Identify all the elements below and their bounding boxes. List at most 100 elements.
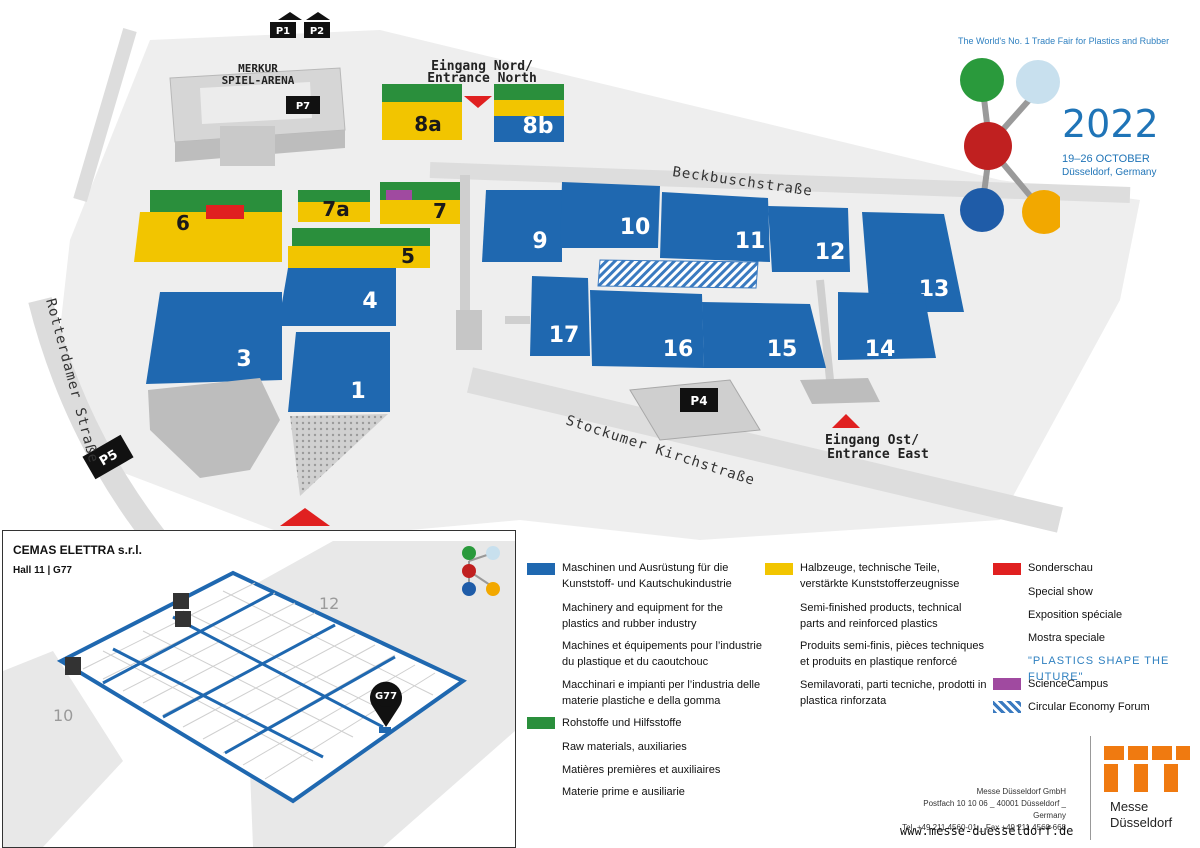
legend-science: ScienceCampus (1028, 678, 1109, 690)
arena-name-line1: MERKUR (238, 62, 278, 75)
legend-raw-de: Rohstoffe und Hilfsstoffe (562, 717, 682, 729)
legend-special-en: Special show (1028, 586, 1093, 598)
legend-swatch-circular (993, 701, 1021, 713)
brand-city: Düsseldorf, Germany (1062, 167, 1157, 178)
parking-p4[interactable]: P4 (629, 379, 761, 441)
svg-text:1: 1 (350, 379, 365, 404)
neighbor-hall-10: 10 (53, 706, 73, 725)
hall-16[interactable]: 16 (590, 290, 704, 368)
footer-divider (1090, 736, 1091, 840)
stand-g77-box (379, 727, 391, 733)
hall-8b[interactable]: 8b (494, 84, 564, 142)
legend-semi-fr-1: Produits semi-finis, pièces techniques (800, 640, 985, 652)
legend-machinery-fr-2: du plastique et du caoutchouc (562, 656, 709, 668)
circular-economy-forum-area[interactable] (597, 259, 759, 289)
svg-text:14: 14 (865, 337, 896, 362)
hall-9[interactable]: 9 (482, 190, 562, 262)
svg-text:7a: 7a (322, 197, 349, 221)
svg-text:5: 5 (401, 244, 415, 268)
legend-semi-it-1: Semilavorati, parti tecniche, prodotti i… (800, 679, 987, 691)
legend-semi-fr-2: et produits en plastique renforcé (800, 656, 958, 668)
legend-semi-it-2: plastica rinforzata (800, 695, 887, 707)
entrance-south-marker[interactable] (280, 508, 330, 526)
k-fair-small-logo (462, 546, 500, 596)
entrance-north-label-en: Entrance North (427, 71, 537, 86)
brand-tagline: The World's No. 1 Trade Fair for Plastic… (958, 36, 1170, 46)
hall-6[interactable]: 6 (134, 190, 282, 262)
svg-text:4: 4 (362, 289, 377, 314)
hall-11[interactable]: 11 (660, 192, 770, 262)
parking-p2[interactable]: P2 (304, 12, 330, 38)
legend-machinery-de-1: Maschinen und Ausrüstung für die (562, 562, 729, 574)
svg-text:8a: 8a (414, 112, 441, 136)
svg-text:6: 6 (176, 211, 190, 235)
legend-special-de: Sonderschau (1028, 562, 1093, 574)
stand-inset-map: CEMAS ELETTRA s.r.l. Hall 11 | G77 G77 1… (2, 530, 516, 848)
footer-phone: Tel. +49 211 4560-01 _ Fax +49 211 4560-… (902, 823, 1066, 832)
svg-text:16: 16 (663, 337, 694, 362)
brand-year: 2022 (1062, 102, 1159, 146)
entrance-east-label-en: Entrance East (827, 447, 929, 462)
toilet-icon (65, 593, 191, 675)
merkur-spiel-arena[interactable]: MERKUR SPIEL-ARENA (169, 62, 346, 166)
svg-text:P7: P7 (296, 101, 310, 112)
parking-p5[interactable]: P5 (82, 434, 134, 480)
hall-4[interactable]: 4 (278, 268, 396, 326)
hall-15[interactable]: 15 (702, 302, 826, 368)
footer-address: Messe Düsseldorf GmbH Postfach 10 10 06 … (898, 786, 1066, 834)
hall-stand-label: Hall 11 | G77 (13, 565, 72, 576)
legend-swatch-machinery (527, 563, 555, 575)
legend-machinery-fr-1: Machines et équipements pour l’industrie (562, 640, 762, 652)
hall-14[interactable]: 14 (838, 292, 936, 362)
svg-text:P1: P1 (276, 26, 290, 37)
svg-text:15: 15 (767, 337, 798, 362)
hall-1[interactable]: 1 (288, 332, 390, 412)
brand-dates: 19–26 OCTOBER (1062, 153, 1150, 165)
entrance-east-label-de: Eingang Ost/ (825, 433, 919, 448)
svg-text:17: 17 (549, 323, 580, 348)
svg-text:8b: 8b (522, 114, 553, 139)
parking-p7[interactable]: P7 (286, 96, 320, 114)
footer-website-link[interactable]: www.messe-duesseldorf.de (900, 824, 1074, 838)
pin-stand-number: G77 (375, 691, 397, 702)
hall-7[interactable]: 7 (380, 182, 460, 224)
legend-special-it: Mostra speciale (1028, 632, 1106, 644)
messe-duesseldorf-logo-text: Messe Düsseldorf (1110, 799, 1172, 831)
legend-machinery-de-2: Kunststoff- und Kautschukindustrie (562, 578, 732, 590)
hall-8a[interactable]: 8a (382, 84, 462, 140)
parking-p1[interactable]: P1 (270, 12, 302, 38)
svg-text:10: 10 (620, 215, 651, 240)
hall-11-floorplan: G77 10 12 (3, 541, 515, 847)
legend-machinery-en-1: Machinery and equipment for the (562, 602, 723, 614)
svg-text:9: 9 (532, 229, 547, 254)
stand-location-pin[interactable]: G77 (370, 681, 402, 727)
entrance-east-building (800, 378, 880, 404)
legend-machinery-it-1: Macchinari e impianti per l’industria de… (562, 679, 761, 691)
entrance-east-marker[interactable] (832, 414, 860, 428)
svg-text:7: 7 (433, 199, 447, 223)
logo-text-line1: Messe (1110, 799, 1149, 814)
neighbor-hall-12: 12 (319, 594, 339, 613)
hall-7a[interactable]: 7a (298, 190, 370, 222)
legend-special-fr: Exposition spéciale (1028, 609, 1123, 621)
hall-10[interactable]: 10 (560, 182, 660, 248)
svg-text:3: 3 (236, 347, 251, 372)
hall-5[interactable]: 5 (288, 228, 430, 268)
hall-17[interactable]: 17 (530, 276, 590, 356)
tower-building (456, 310, 482, 350)
hall-3[interactable]: 3 (146, 292, 282, 384)
arena-name-line2: SPIEL-ARENA (222, 74, 295, 87)
entrance-north-marker[interactable] (464, 96, 492, 108)
entrance-south-building (148, 378, 388, 496)
legend-swatch-raw (527, 717, 555, 729)
svg-text:P2: P2 (310, 26, 324, 37)
entrance-north-label-de: Eingang Nord/ (431, 59, 533, 74)
legend-raw-en: Raw materials, auxiliaries (562, 741, 687, 753)
hall-12[interactable]: 12 (768, 206, 850, 272)
footer-postfach: Postfach 10 10 06 _ 40001 Düsseldorf _ G… (923, 799, 1066, 820)
messe-duesseldorf-logo-icon (1104, 746, 1190, 792)
exhibitor-name: CEMAS ELETTRA s.r.l. (13, 543, 142, 557)
legend-semi-de-1: Halbzeuge, technische Teile, (800, 562, 940, 574)
legend-raw-fr: Matières premières et auxiliaires (562, 764, 721, 776)
